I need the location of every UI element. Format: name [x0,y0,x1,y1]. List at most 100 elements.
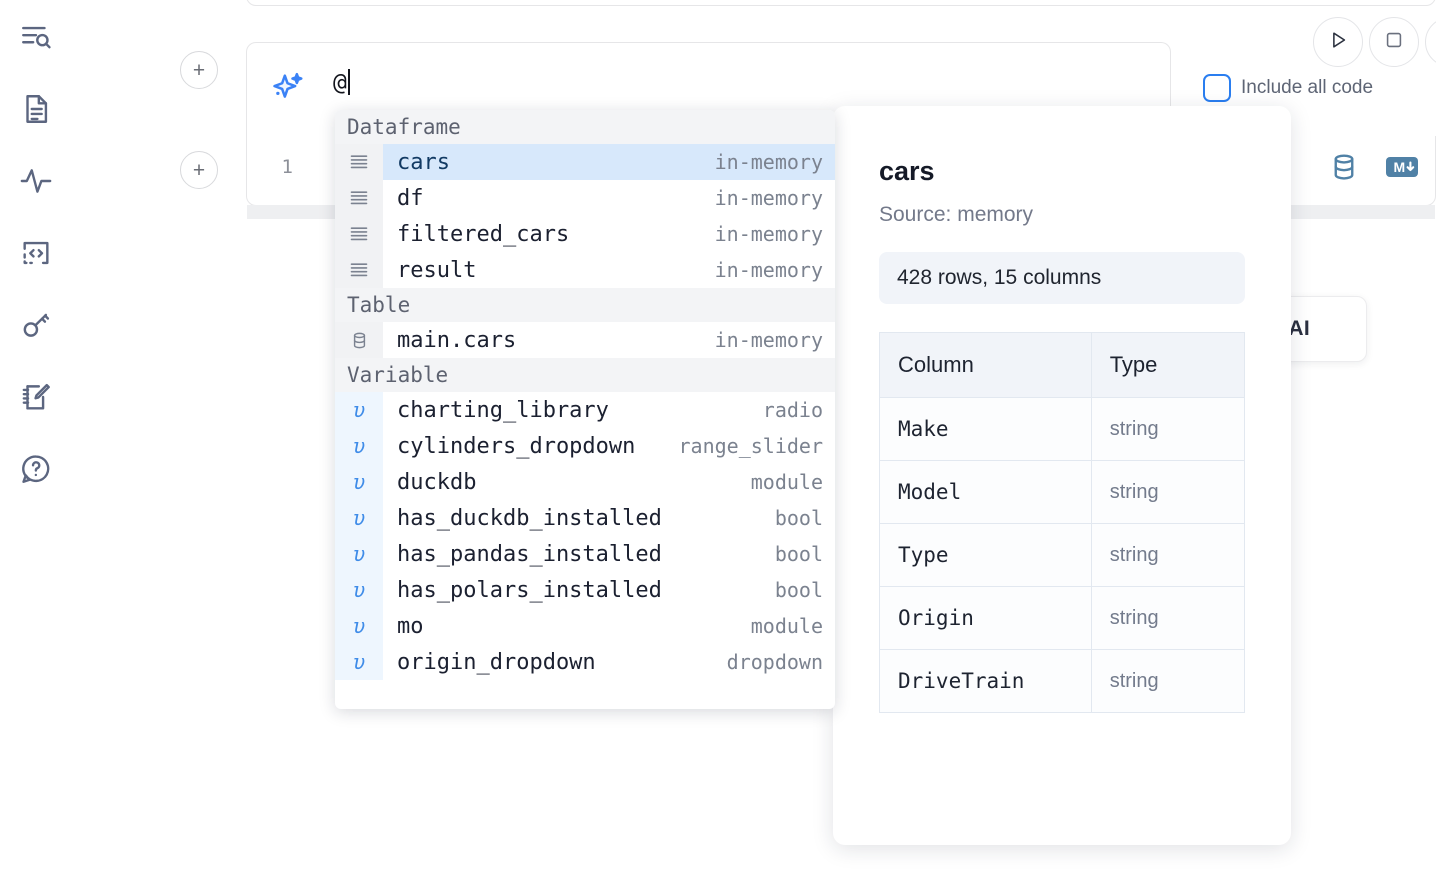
svg-text:M: M [1394,159,1406,175]
variable-icon: υ [335,500,383,536]
doc-title: cars [879,156,935,186]
autocomplete-item-name: filtered_cars [397,221,570,247]
autocomplete-item-name: cylinders_dropdown [397,433,636,459]
sidebar-item-help[interactable] [13,446,59,492]
autocomplete-group-header: Table [335,288,835,322]
autocomplete-item-kind: dropdown [726,650,823,674]
sidebar-item-secrets[interactable] [13,302,59,348]
autocomplete-item-kind: in-memory [714,222,823,246]
key-icon [19,308,53,342]
autocomplete-item-name: df [397,185,424,211]
schema-column-name: Type [879,523,1092,587]
autocomplete-group-header: Variable [335,358,835,392]
dataframe-icon [335,144,383,180]
autocomplete-item-name: mo [397,613,424,639]
play-icon [1327,29,1349,56]
autocomplete-item-name: duckdb [397,469,477,495]
autocomplete-item-kind: in-memory [714,258,823,282]
variable-icon: υ [335,428,383,464]
previous-cell [246,0,1436,6]
autocomplete-item[interactable]: result in-memory [335,252,835,288]
add-cell-button-top[interactable]: + [180,51,218,89]
schema-column-type: string [1090,460,1246,524]
sidebar-item-snippets[interactable] [13,230,59,276]
include-all-code-row[interactable]: Include all code [1203,74,1373,102]
icon-sidebar [0,0,72,874]
autocomplete-item[interactable]: df in-memory [335,180,835,216]
file-explorer-search-icon [19,21,53,55]
autocomplete-item[interactable]: filtered_cars in-memory [335,216,835,252]
schema-column-name: DriveTrain [879,649,1092,713]
markdown-icon[interactable]: M [1385,154,1419,180]
sidebar-item-notebook[interactable] [13,86,59,132]
include-all-code-checkbox[interactable] [1203,74,1231,102]
schema-column-name: Origin [879,586,1092,650]
autocomplete-item[interactable]: cars in-memory [335,144,835,180]
autocomplete-item-name: has_pandas_installed [397,541,662,567]
variable-icon: υ [335,644,383,680]
sidebar-item-explore[interactable] [13,15,59,61]
table-header-row: Column Type [879,332,1246,398]
schema-column-type: string [1090,523,1246,587]
autocomplete-item-name: has_polars_installed [397,577,662,603]
autocomplete-item-kind: module [750,614,823,638]
stop-cell-button[interactable] [1369,17,1419,67]
run-cell-button[interactable] [1313,17,1363,67]
variable-doc-panel: cars Source: memory 428 rows, 15 columns… [833,106,1291,845]
plus-icon: + [192,158,206,182]
sidebar-item-activity[interactable] [13,158,59,204]
code-brackets-icon [19,236,53,270]
more-actions-button[interactable] [1425,17,1436,67]
autocomplete-item-name: result [397,257,477,283]
activity-pulse-icon [19,164,53,198]
schema-column-type: string [1090,397,1246,461]
autocomplete-item-kind: in-memory [714,150,823,174]
sidebar-item-scratchpad[interactable] [13,374,59,420]
autocomplete-group-header: Dataframe [335,110,835,144]
autocomplete-item-kind: radio [762,398,823,422]
autocomplete-item-kind: bool [774,578,823,602]
variable-icon: υ [335,608,383,644]
ai-prompt-input[interactable]: @ [333,69,351,96]
dataframe-icon [335,216,383,252]
autocomplete-item-name: has_duckdb_installed [397,505,662,531]
autocomplete-item-kind: range_slider [678,434,824,458]
autocomplete-item-name: cars [397,149,450,175]
dataframe-icon [335,180,383,216]
ai-sparkle-icon [269,69,307,112]
autocomplete-item[interactable]: υ has_polars_installed bool [335,572,835,608]
plus-icon: + [192,58,206,82]
doc-stats-badge: 428 rows, 15 columns [879,252,1245,304]
schema-column-type: string [1090,586,1246,650]
ai-prompt-value: @ [333,70,348,96]
scratchpad-edit-icon [19,380,53,414]
cell-toolbar: M [1329,152,1419,182]
dataframe-icon [335,252,383,288]
variable-icon: υ [335,572,383,608]
variable-icon: υ [335,464,383,500]
include-all-code-label: Include all code [1241,77,1374,98]
autocomplete-item-kind: bool [774,542,823,566]
autocomplete-item[interactable]: υ cylinders_dropdown range_slider [335,428,835,464]
autocomplete-item-kind: module [750,470,823,494]
variable-icon: υ [335,392,383,428]
database-icon[interactable] [1329,152,1359,182]
autocomplete-item-kind: in-memory [714,186,823,210]
schema-column-name: Model [879,460,1092,524]
add-cell-button-bottom[interactable]: + [180,151,218,189]
autocomplete-item-kind: in-memory [714,328,823,352]
